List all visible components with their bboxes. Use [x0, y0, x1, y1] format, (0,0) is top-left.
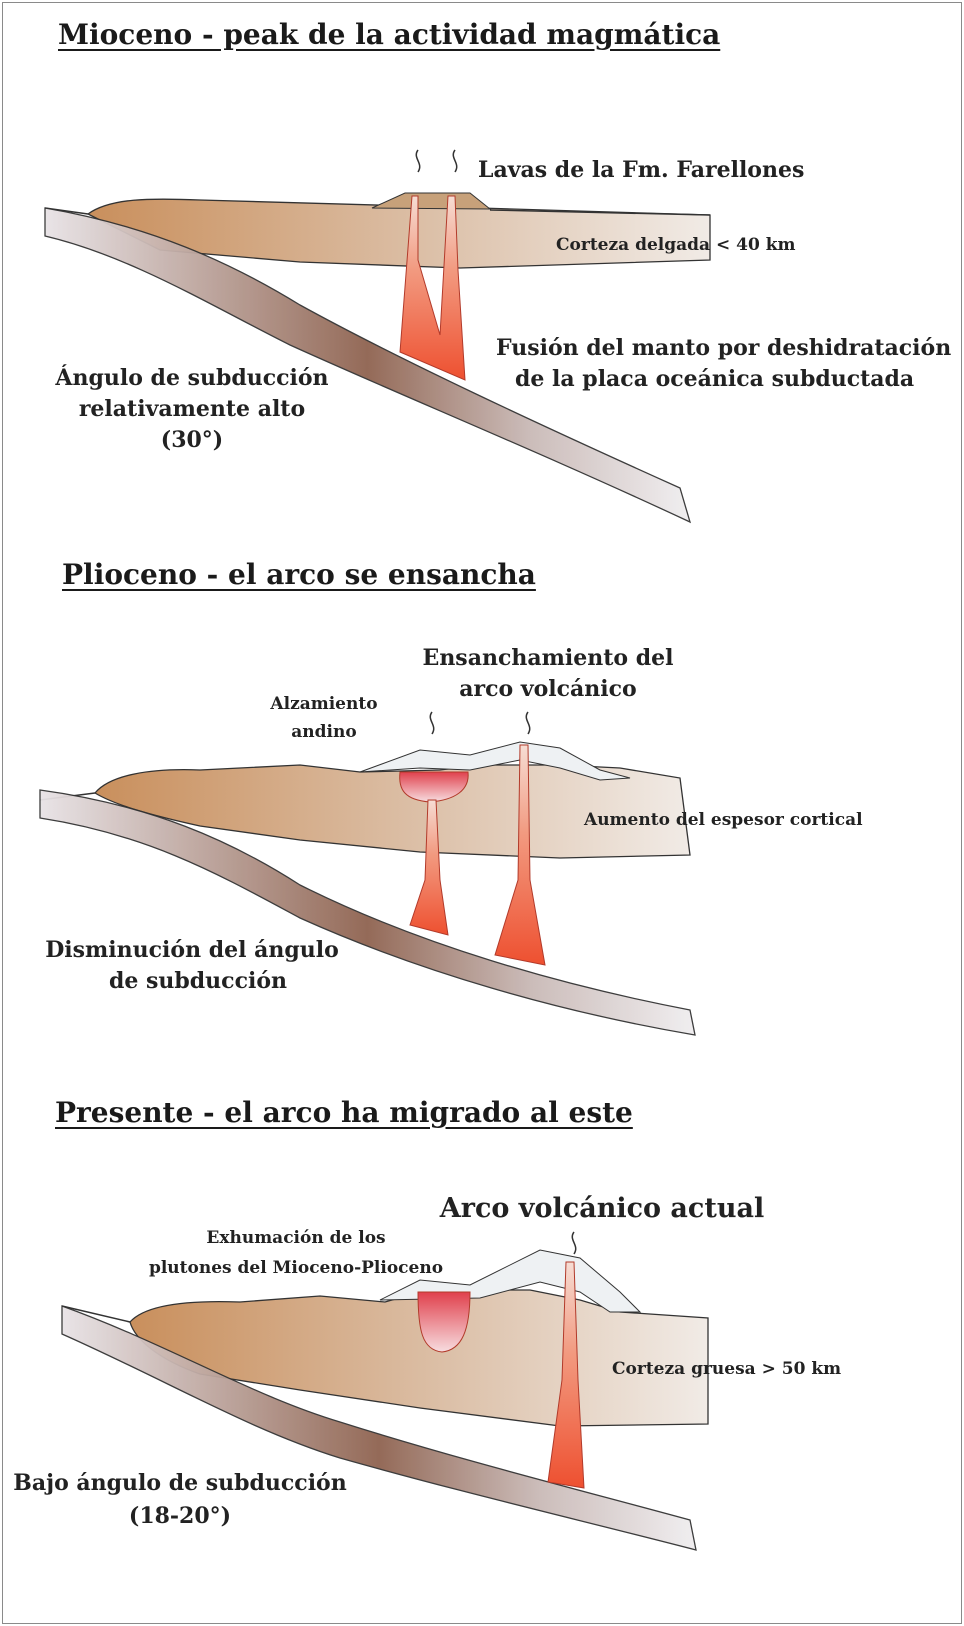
panel-plioceno: Ensanchamiento del arco volcánico Alzami…: [40, 645, 863, 1035]
label-aumento-espesor: Aumento del espesor cortical: [583, 810, 863, 830]
label-angulo-1: Ángulo de subducción: [54, 364, 328, 391]
label-lavas-farellones: Lavas de la Fm. Farellones: [478, 157, 804, 183]
label-angulo-2: relativamente alto: [79, 396, 305, 422]
label-bajo-angulo-2: (18-20°): [129, 1503, 231, 1529]
label-corteza-gruesa: Corteza gruesa > 50 km: [612, 1359, 841, 1379]
label-arco-actual: Arco volcánico actual: [439, 1193, 764, 1224]
label-disminucion-2: de subducción: [109, 968, 287, 994]
panel-presente: Arco volcánico actual Exhumación de los …: [13, 1193, 841, 1550]
label-angulo-3: (30°): [161, 427, 223, 453]
label-bajo-angulo-1: Bajo ángulo de subducción: [13, 1470, 346, 1496]
label-corteza-delgada: Corteza delgada < 40 km: [556, 235, 795, 255]
label-exhumacion-1: Exhumación de los: [206, 1228, 385, 1248]
label-fusion-manto-1: Fusión del manto por deshidratación: [496, 335, 951, 361]
label-disminucion-1: Disminución del ángulo: [45, 937, 339, 963]
label-exhumacion-2: plutones del Mioceno-Plioceno: [149, 1258, 443, 1278]
label-fusion-manto-2: de la placa oceánica subductada: [515, 366, 914, 392]
panel-mioceno: Lavas de la Fm. Farellones Corteza delga…: [45, 150, 951, 522]
label-ensanchamiento-2: arco volcánico: [459, 676, 636, 702]
lava-cap-mioceno: [372, 193, 490, 209]
label-ensanchamiento-1: Ensanchamiento del: [423, 645, 674, 671]
label-alzamiento-1: Alzamiento: [269, 694, 377, 714]
label-alzamiento-2: andino: [291, 722, 356, 742]
